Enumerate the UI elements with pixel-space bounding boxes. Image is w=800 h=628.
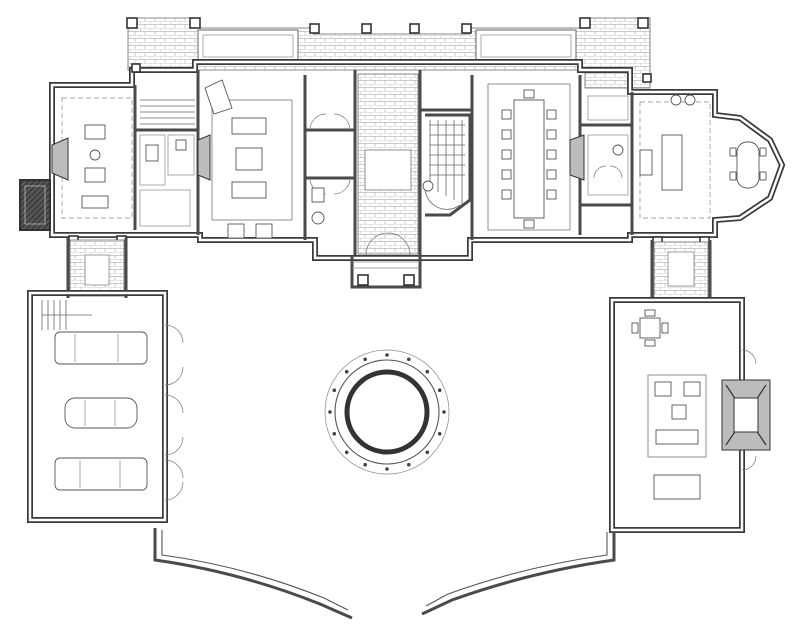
bollard bbox=[363, 462, 368, 467]
motor-court-wall-right bbox=[421, 532, 616, 616]
fountain bbox=[324, 349, 450, 475]
bollard bbox=[425, 369, 430, 374]
motor-court-wall-left bbox=[153, 528, 353, 620]
study bbox=[51, 97, 133, 219]
grand-piano bbox=[204, 79, 233, 115]
daybed bbox=[653, 474, 701, 500]
bollard bbox=[344, 450, 349, 455]
bollard bbox=[363, 357, 368, 362]
bollard bbox=[407, 357, 411, 362]
bollard bbox=[442, 410, 446, 414]
living-room-rug bbox=[211, 99, 293, 221]
dining-chairs bbox=[501, 89, 557, 229]
foyer bbox=[357, 73, 419, 256]
garage-doors bbox=[164, 324, 184, 501]
rear-terrace bbox=[127, 17, 651, 89]
butler-pantry bbox=[587, 95, 629, 196]
pavilion-fireplace bbox=[721, 379, 771, 451]
fountain-bollards bbox=[328, 353, 446, 471]
breakfast-bay bbox=[729, 141, 767, 189]
breakfast-table bbox=[736, 141, 760, 189]
kitchen-island bbox=[661, 134, 683, 191]
pavilion-rug bbox=[647, 374, 707, 458]
car-icon bbox=[54, 457, 148, 491]
sofa bbox=[655, 429, 699, 445]
dining-room bbox=[487, 83, 585, 231]
living-room bbox=[204, 79, 293, 239]
left-breezeway bbox=[66, 238, 128, 298]
right-breezeway bbox=[650, 240, 712, 300]
motor-court bbox=[153, 528, 616, 620]
car-icon bbox=[64, 397, 138, 429]
main-staircase bbox=[422, 113, 472, 217]
bollard bbox=[437, 388, 442, 393]
left-service-rooms bbox=[139, 99, 211, 227]
closets bbox=[309, 113, 351, 225]
pavilion-table bbox=[631, 309, 669, 347]
sofa bbox=[231, 181, 267, 199]
exterior-stair bbox=[19, 179, 51, 231]
bollard bbox=[332, 388, 337, 393]
sofa bbox=[231, 117, 267, 135]
bollard bbox=[385, 353, 389, 357]
bollard bbox=[344, 369, 349, 374]
study-fireplace bbox=[51, 137, 69, 181]
front-portico bbox=[350, 255, 422, 289]
bollard bbox=[407, 462, 411, 467]
pavilion bbox=[609, 297, 771, 533]
car-icon bbox=[54, 331, 148, 365]
bollard bbox=[437, 432, 442, 436]
bollard bbox=[425, 450, 430, 455]
bollard bbox=[385, 467, 389, 471]
bollard bbox=[332, 432, 337, 436]
dining-table bbox=[513, 99, 545, 219]
dining-fireplace bbox=[569, 134, 585, 181]
main-house bbox=[19, 17, 786, 289]
kitchen bbox=[639, 94, 711, 219]
bollard bbox=[328, 410, 332, 414]
garage bbox=[27, 290, 184, 523]
coffee-table bbox=[235, 147, 263, 171]
